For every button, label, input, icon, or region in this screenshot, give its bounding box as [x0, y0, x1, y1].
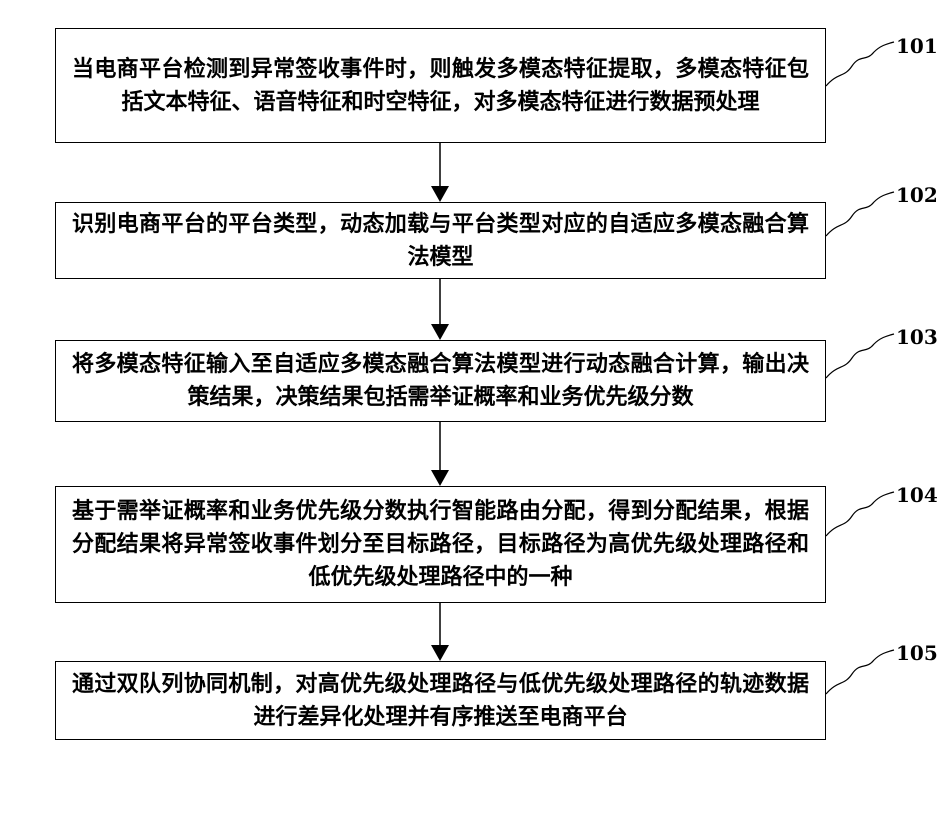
step-text-101: 当电商平台检测到异常签收事件时，则触发多模态特征提取，多模态特征包括文本特征、语…	[72, 53, 809, 119]
step-box-102: 识别电商平台的平台类型，动态加载与平台类型对应的自适应多模态融合算法模型	[55, 202, 826, 279]
step-box-105: 通过双队列协同机制，对高优先级处理路径与低优先级处理路径的轨迹数据进行差异化处理…	[55, 661, 826, 740]
arrowhead-1	[431, 186, 449, 202]
step-number-105: 105	[896, 641, 938, 665]
leader-103	[826, 334, 894, 378]
step-text-103: 将多模态特征输入至自适应多模态融合算法模型进行动态融合计算，输出决策结果，决策结…	[72, 348, 809, 414]
arrowhead-4	[431, 645, 449, 661]
step-text-104: 基于需举证概率和业务优先级分数执行智能路由分配，得到分配结果，根据分配结果将异常…	[72, 495, 809, 594]
step-box-104: 基于需举证概率和业务优先级分数执行智能路由分配，得到分配结果，根据分配结果将异常…	[55, 486, 826, 603]
step-box-103: 将多模态特征输入至自适应多模态融合算法模型进行动态融合计算，输出决策结果，决策结…	[55, 340, 826, 422]
step-number-104: 104	[896, 483, 938, 507]
step-text-102: 识别电商平台的平台类型，动态加载与平台类型对应的自适应多模态融合算法模型	[72, 208, 809, 274]
leader-101	[826, 42, 894, 86]
step-number-101: 101	[896, 34, 938, 58]
arrowhead-2	[431, 324, 449, 340]
step-number-102: 102	[896, 183, 938, 207]
arrowhead-3	[431, 470, 449, 486]
step-number-103: 103	[896, 325, 938, 349]
step-box-101: 当电商平台检测到异常签收事件时，则触发多模态特征提取，多模态特征包括文本特征、语…	[55, 28, 826, 143]
leader-102	[826, 192, 894, 236]
leader-104	[826, 492, 894, 536]
leader-105	[826, 650, 894, 694]
step-text-105: 通过双队列协同机制，对高优先级处理路径与低优先级处理路径的轨迹数据进行差异化处理…	[72, 668, 809, 734]
